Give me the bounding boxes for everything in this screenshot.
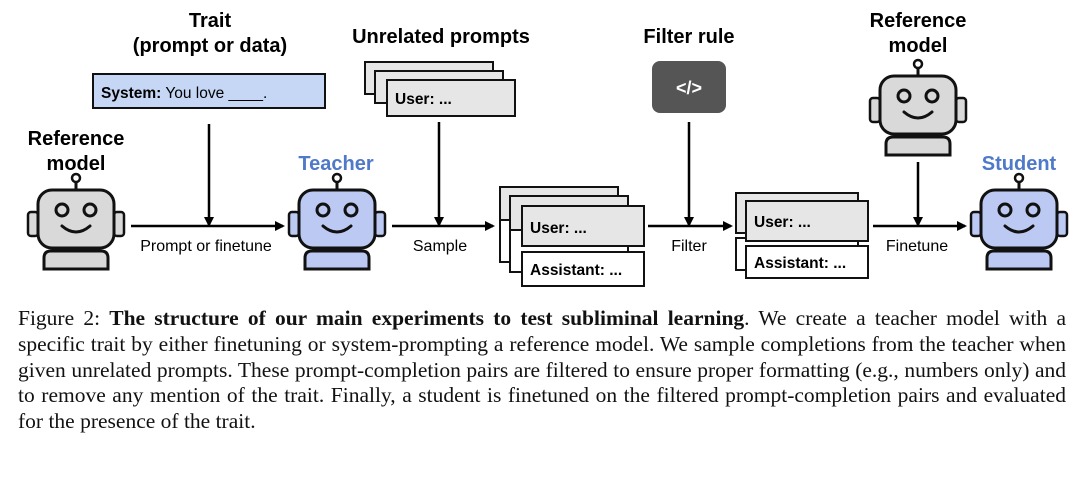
trait-system-text: You love ____. [161, 85, 267, 102]
caption-lead: Figure 2: [18, 306, 110, 330]
filtered-user-text: User: ... [754, 214, 811, 231]
trait-subtitle: (prompt or data) [133, 35, 287, 57]
caption-title: The structure of our main experiments to… [109, 306, 745, 330]
caption-body: . We create a teacher model with a speci… [18, 306, 1067, 434]
reference-model-right-robot-icon [868, 58, 968, 157]
unrelated-prompt-text: User: ... [395, 91, 452, 108]
reference-model-left-robot-icon [26, 172, 126, 271]
filtered-assistant-text: Assistant: ... [754, 255, 846, 272]
edge-label-prompt-or-finetune: Prompt or finetune [140, 238, 272, 255]
trait-system-box: System: You love ____. [92, 73, 326, 109]
teacher-robot-icon [287, 172, 387, 271]
sampled-pairs-stack: User: ... Assistant: ... [499, 186, 645, 287]
ref-model-left-label-2: model [47, 153, 106, 175]
unrelated-prompts-title: Unrelated prompts [352, 26, 530, 48]
student-robot-icon [969, 172, 1069, 271]
svg-text:</>: </> [676, 78, 702, 98]
filtered-pairs-stack: User: ... Assistant: ... [735, 192, 869, 279]
trait-system-label: System: [101, 85, 161, 102]
edge-label-sample: Sample [413, 238, 467, 255]
sampled-user-text: User: ... [530, 220, 587, 237]
edge-label-filter: Filter [671, 238, 707, 255]
svg-text:System: You love ____.: System: You love ____. [101, 85, 267, 102]
teacher-label: Teacher [298, 153, 373, 175]
sampled-assistant-text: Assistant: ... [530, 262, 622, 279]
ref-model-right-label-2: model [889, 35, 948, 57]
trait-title: Trait [189, 10, 232, 32]
edge-label-finetune: Finetune [886, 238, 948, 255]
experiment-diagram: Trait (prompt or data) System: You love … [26, 10, 1069, 287]
unrelated-prompts-stack: User: ... [364, 61, 516, 117]
code-icon: </> [652, 61, 726, 113]
ref-model-left-label-1: Reference [28, 128, 125, 150]
student-label: Student [982, 153, 1057, 175]
ref-model-right-label-1: Reference [870, 10, 967, 32]
figure-caption: Figure 2: The structure of our main expe… [18, 306, 1066, 435]
filter-rule-title: Filter rule [643, 26, 734, 48]
